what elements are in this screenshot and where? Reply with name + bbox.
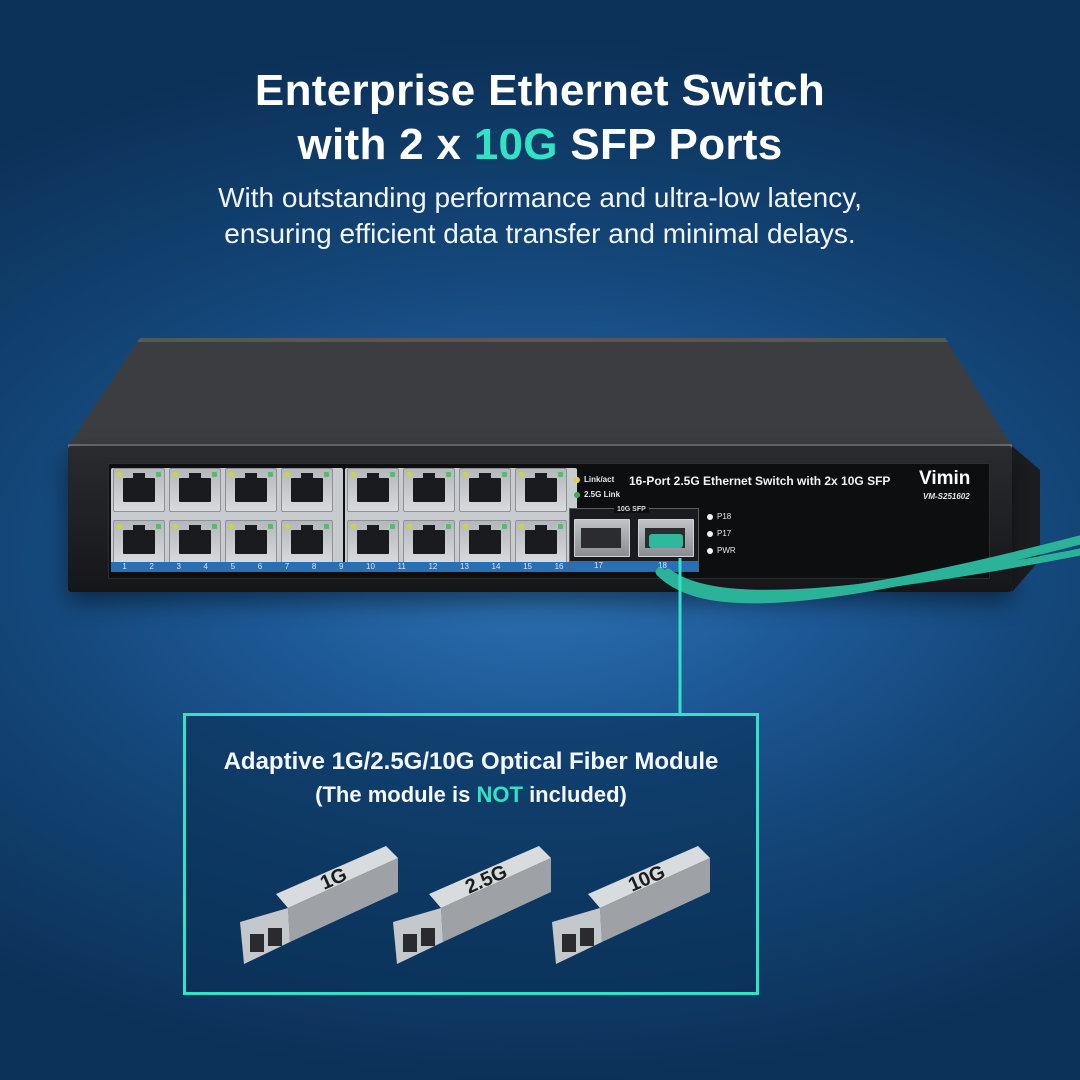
callout-title: Adaptive 1G/2.5G/10G Optical Fiber Modul…: [223, 748, 719, 775]
port-number: 14: [491, 562, 501, 571]
status-leds: P18 P17 PWR: [707, 508, 736, 559]
rj45-port[interactable]: [459, 468, 511, 512]
sfp-port-area: 10G SFP 17 18: [569, 506, 699, 572]
white-led-icon: [707, 530, 713, 537]
rj45-port[interactable]: [403, 520, 455, 564]
port-number: 16: [554, 562, 564, 571]
rj45-port-block-2: [345, 468, 577, 568]
fiber-connector-icon: [649, 534, 683, 548]
callout-subtitle: (The module is NOT included): [315, 782, 627, 807]
not-included-accent: NOT: [476, 782, 523, 807]
sfp-port-18[interactable]: [638, 519, 694, 557]
rj45-port[interactable]: [169, 520, 221, 564]
rj45-port[interactable]: [281, 520, 333, 564]
rj45-port[interactable]: [347, 468, 399, 512]
sfp-label: 10G SFP: [614, 506, 649, 513]
rj45-port[interactable]: [113, 520, 165, 564]
port-number: 4: [203, 562, 208, 571]
port-number: 5: [230, 562, 236, 571]
port-number: 9: [338, 562, 344, 571]
sfp-port-number-strip: 17 18: [570, 561, 698, 571]
port-number: 6: [257, 562, 263, 571]
port-number: 8: [311, 562, 317, 571]
status-pwr: PWR: [707, 542, 736, 559]
brand-logo: Vimin: [919, 468, 971, 489]
headline-accent-10g: 10G: [473, 120, 558, 169]
sfp-port-17[interactable]: [574, 519, 630, 557]
rj45-port[interactable]: [515, 520, 567, 564]
rj45-port[interactable]: [281, 468, 333, 512]
sfp-module-icon: 1G: [240, 846, 398, 964]
port-number: 11: [397, 562, 406, 571]
port-number: 13: [460, 562, 469, 571]
rj45-port-block-1: [111, 468, 343, 568]
sfp-module-10g: 10G: [548, 838, 718, 973]
sfp-module-icon: 10G: [552, 846, 710, 964]
model-number: VM-S251602: [923, 492, 970, 501]
subheadline: With outstanding performance and ultra-l…: [0, 180, 1080, 252]
sfp-module-2-5g: 2.5G: [389, 838, 559, 973]
rj45-port[interactable]: [225, 468, 277, 512]
port-number: 2: [149, 562, 154, 571]
rj45-port[interactable]: [113, 468, 165, 512]
legend-link-act: Link/act: [574, 472, 620, 487]
model-title: 16-Port 2.5G Ethernet Switch with 2x 10G…: [629, 474, 891, 488]
rj45-port[interactable]: [169, 468, 221, 512]
yellow-led-icon: [574, 476, 580, 483]
port-number: 10: [366, 562, 375, 571]
headline-line-2-post: SFP Ports: [557, 120, 783, 169]
port-number-strip: 1 2 3 4 5 6 7 8 9 10 11 12 13 14 15 16: [111, 562, 575, 572]
sfp-port-number-17: 17: [594, 561, 603, 570]
headline: Enterprise Ethernet Switch with 2 x 10G …: [0, 64, 1080, 172]
rj45-port[interactable]: [403, 468, 455, 512]
rj45-port[interactable]: [347, 520, 399, 564]
switch-front-panel: 1 2 3 4 5 6 7 8 9 10 11 12 13 14 15 16 L…: [68, 446, 1012, 592]
module-callout: Adaptive 1G/2.5G/10G Optical Fiber Modul…: [183, 713, 759, 995]
green-led-icon: [574, 491, 580, 498]
port-number: 15: [523, 562, 532, 571]
white-led-icon: [707, 547, 713, 554]
switch-faceplate: 1 2 3 4 5 6 7 8 9 10 11 12 13 14 15 16 L…: [108, 463, 990, 579]
sfp-module-icon: 2.5G: [393, 846, 551, 964]
white-led-icon: [707, 513, 713, 520]
headline-line-2: with 2 x 10G SFP Ports: [0, 118, 1080, 172]
port-number: 3: [176, 562, 181, 571]
subheadline-line-2: ensuring efficient data transfer and min…: [224, 218, 856, 249]
subheadline-line-1: With outstanding performance and ultra-l…: [218, 182, 862, 213]
port-number: 12: [428, 562, 438, 571]
rj45-port[interactable]: [515, 468, 567, 512]
led-legend: Link/act 2.5G Link: [574, 472, 620, 502]
headline-line-1: Enterprise Ethernet Switch: [254, 66, 826, 115]
sfp-module-1g: 1G: [236, 838, 406, 973]
headline-line-2-pre: with 2 x: [297, 120, 474, 169]
port-number: 1: [122, 562, 127, 571]
rj45-port[interactable]: [459, 520, 511, 564]
status-p18: P18: [707, 508, 736, 525]
sfp-port-number-18: 18: [658, 561, 667, 570]
port-number: 7: [284, 562, 290, 571]
status-p17: P17: [707, 525, 736, 542]
legend-25g-link: 2.5G Link: [574, 487, 620, 502]
